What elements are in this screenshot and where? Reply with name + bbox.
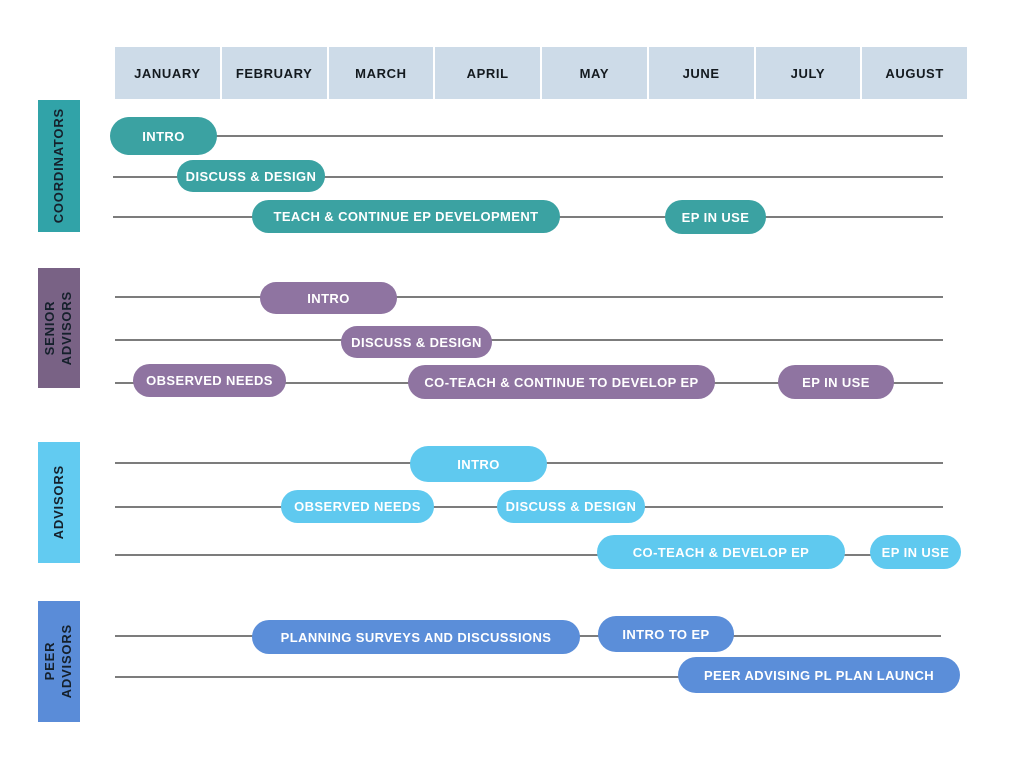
bar-peer-advisors-intro-to-ep: INTRO TO EP bbox=[598, 616, 734, 652]
bar-senior-advisors-co-teach-continue-to-develop-ep: CO-TEACH & CONTINUE TO DEVELOP EP bbox=[408, 365, 715, 399]
month-cell-august: AUGUST bbox=[862, 47, 967, 99]
bar-advisors-discuss-design: DISCUSS & DESIGN bbox=[497, 490, 645, 523]
track-line-advisors-3 bbox=[115, 554, 943, 556]
month-cell-april: APRIL bbox=[435, 47, 540, 99]
bar-senior-advisors-discuss-design: DISCUSS & DESIGN bbox=[341, 326, 492, 358]
month-cell-february: FEBRUARY bbox=[221, 47, 327, 99]
bar-peer-advisors-peer-advising-pl-plan-launch: PEER ADVISING PL PLAN LAUNCH bbox=[678, 657, 960, 693]
month-cell-july: JULY bbox=[755, 47, 861, 99]
month-cell-june: JUNE bbox=[648, 47, 754, 99]
track-line-coordinators-1 bbox=[113, 135, 943, 137]
track-line-peer-advisors-2 bbox=[115, 676, 680, 678]
bar-coordinators-ep-in-use: EP IN USE bbox=[665, 200, 766, 234]
group-label-peer-advisors: PEER ADVISORS bbox=[38, 601, 80, 722]
group-label-senior-advisors: SENIOR ADVISORS bbox=[38, 268, 80, 388]
track-line-senior-advisors-1 bbox=[115, 296, 943, 298]
group-label-text: COORDINATORS bbox=[50, 108, 66, 224]
month-cell-march: MARCH bbox=[328, 47, 434, 99]
bar-peer-advisors-planning-surveys-and-discussions: PLANNING SURVEYS AND DISCUSSIONS bbox=[252, 620, 580, 654]
bar-senior-advisors-intro: INTRO bbox=[260, 282, 397, 314]
month-cell-may: MAY bbox=[542, 47, 647, 99]
bar-coordinators-teach-continue-ep-development: TEACH & CONTINUE EP DEVELOPMENT bbox=[252, 200, 560, 233]
group-label-text: SENIOR ADVISORS bbox=[42, 290, 74, 366]
bar-advisors-intro: INTRO bbox=[410, 446, 547, 482]
track-line-coordinators-2 bbox=[113, 176, 943, 178]
group-label-coordinators: COORDINATORS bbox=[38, 100, 80, 232]
bar-advisors-ep-in-use: EP IN USE bbox=[870, 535, 961, 569]
track-line-senior-advisors-2 bbox=[115, 339, 943, 341]
group-label-advisors: ADVISORS bbox=[38, 442, 80, 563]
group-label-text: ADVISORS bbox=[50, 465, 66, 540]
bar-advisors-observed-needs: OBSERVED NEEDS bbox=[281, 490, 434, 523]
bar-coordinators-intro: INTRO bbox=[110, 117, 217, 155]
bar-senior-advisors-ep-in-use: EP IN USE bbox=[778, 365, 894, 399]
bar-advisors-co-teach-develop-ep: CO-TEACH & DEVELOP EP bbox=[597, 535, 845, 569]
month-cell-january: JANUARY bbox=[115, 47, 220, 99]
bar-senior-advisors-observed-needs: OBSERVED NEEDS bbox=[133, 364, 286, 397]
bar-coordinators-discuss-design: DISCUSS & DESIGN bbox=[177, 160, 325, 192]
group-label-text: PEER ADVISORS bbox=[42, 624, 74, 699]
